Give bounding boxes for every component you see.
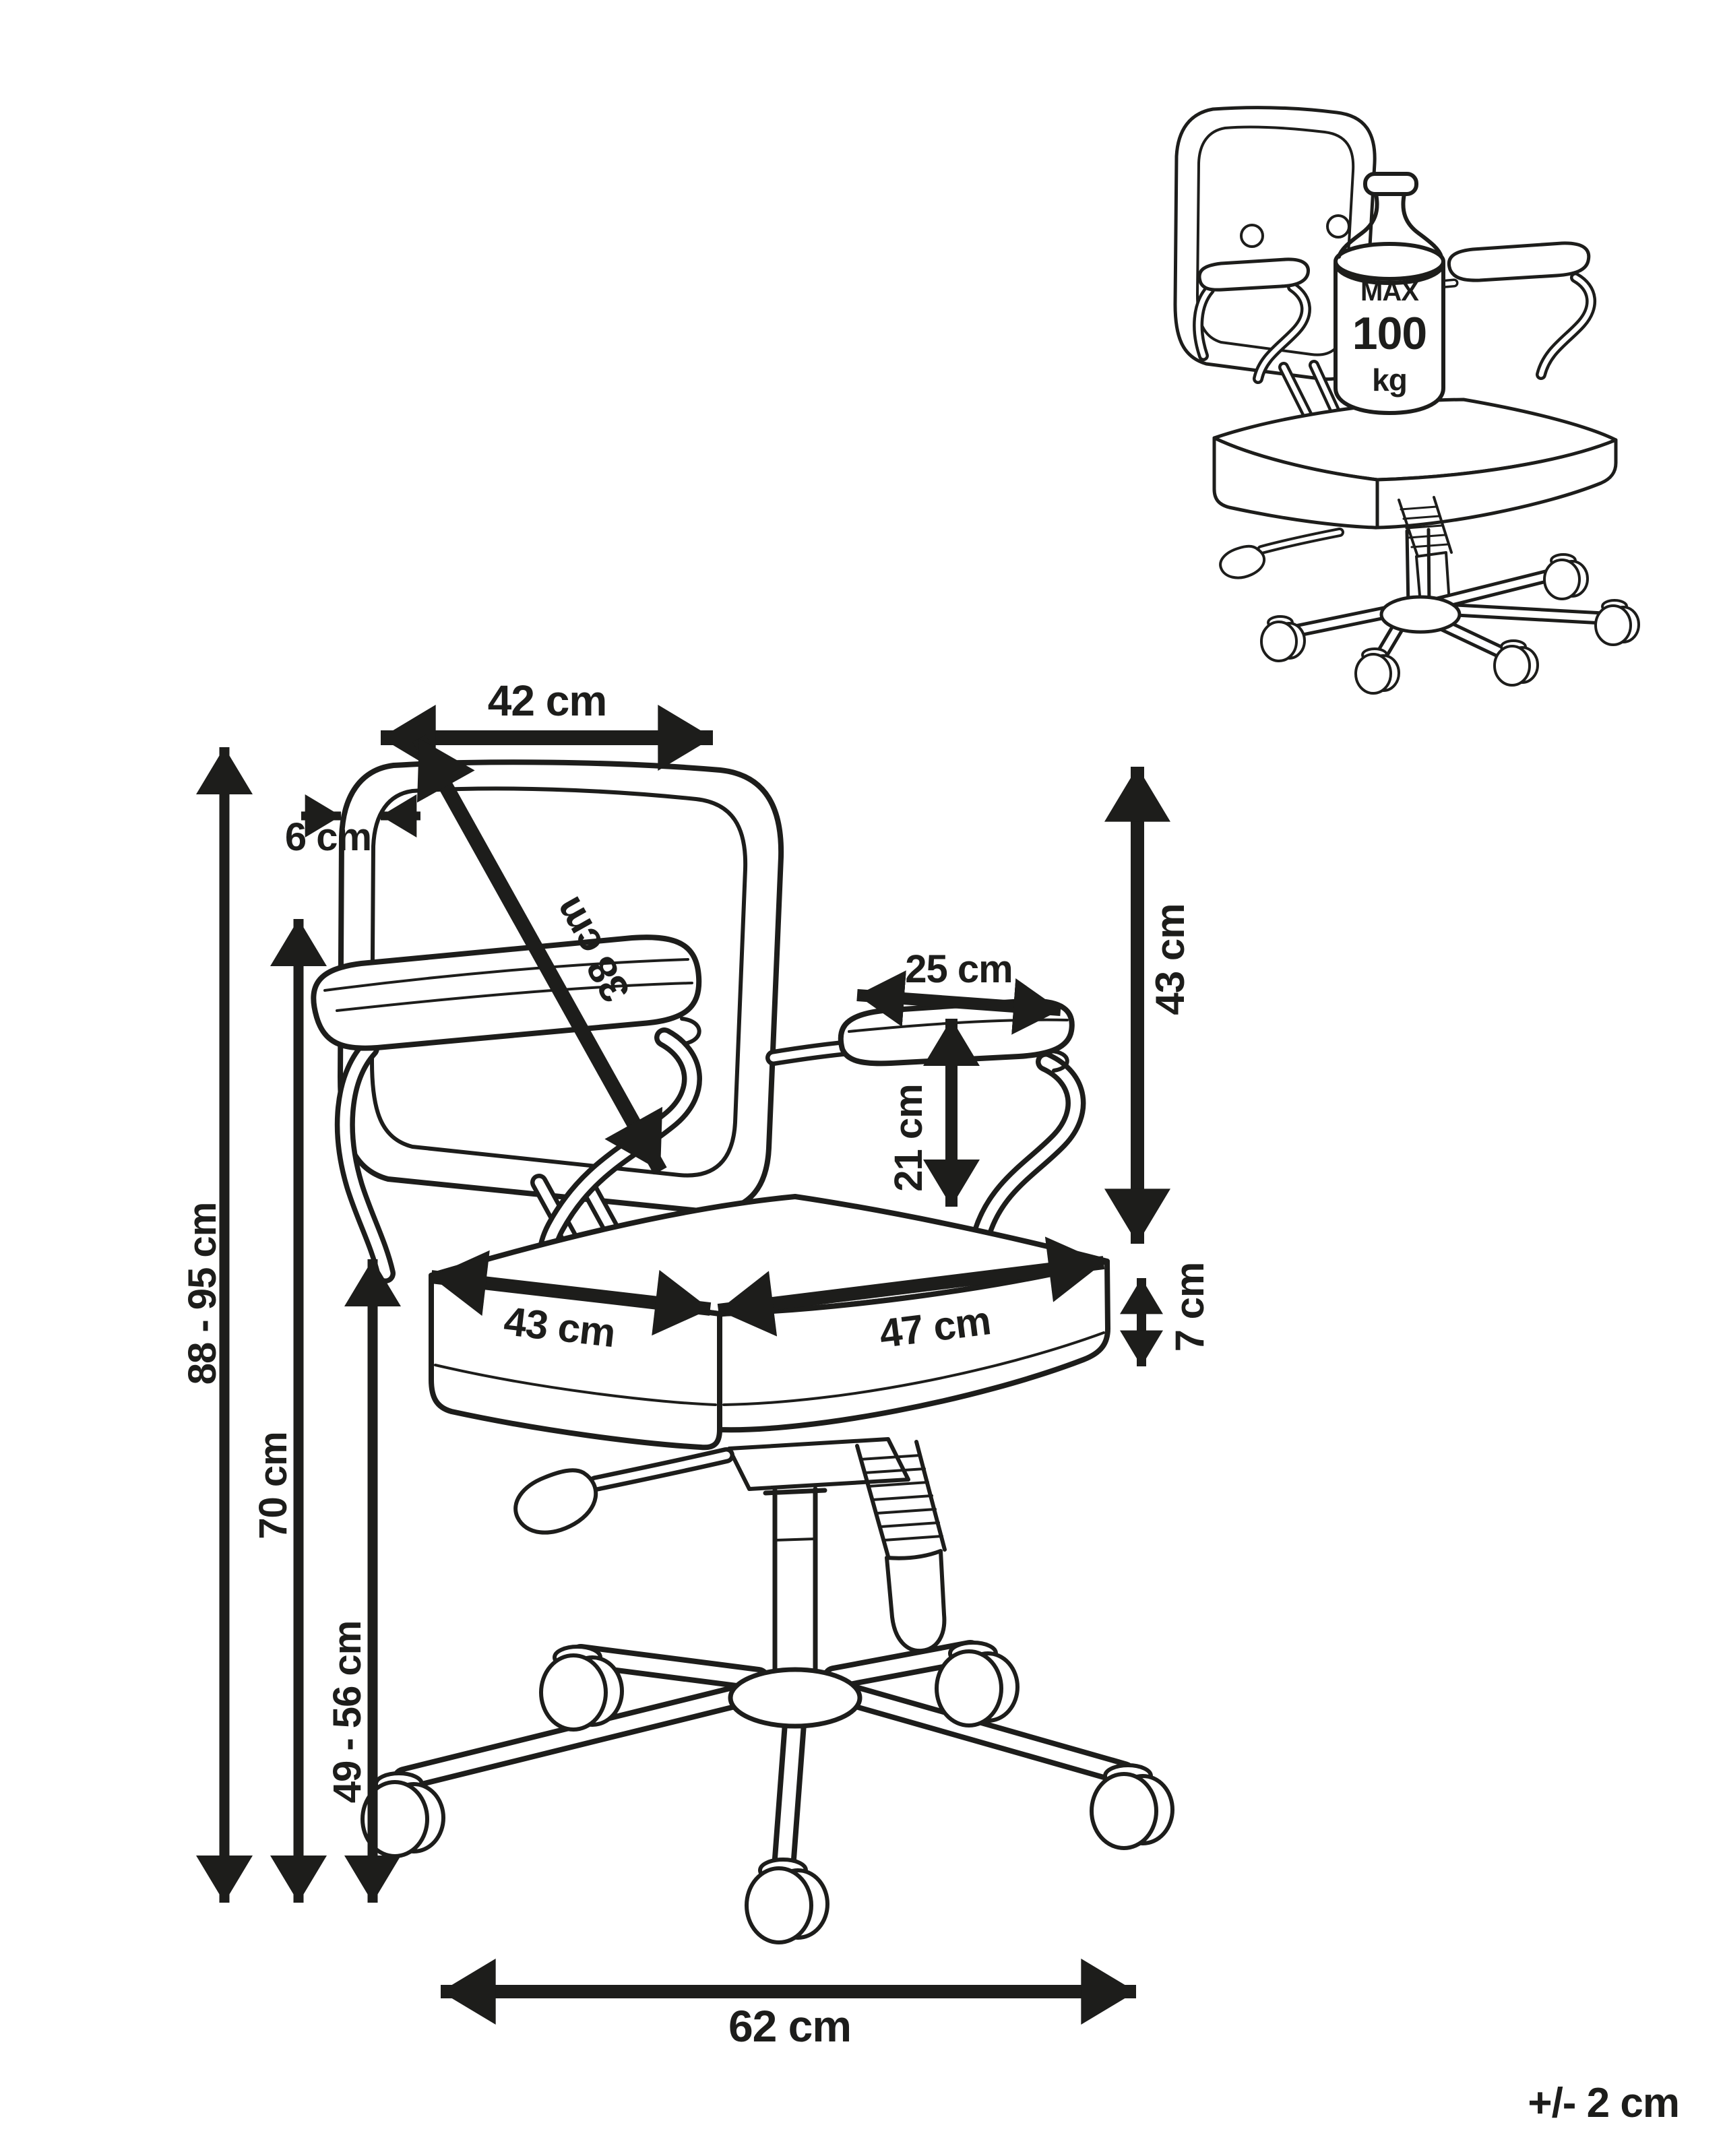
arrow-armrest-length — [856, 970, 1061, 1035]
five-star-base — [360, 1640, 1174, 1944]
mini-base — [1260, 553, 1640, 695]
arrow-seat-depth — [430, 1250, 712, 1336]
mini-caster — [1260, 615, 1306, 662]
label-backrest-height: 43 cm — [1148, 903, 1193, 1015]
arrow-backrest-diagonal — [412, 734, 667, 1175]
gas-column — [763, 1486, 827, 1692]
mini-caster — [1493, 639, 1539, 687]
max-weight-line3: kg — [1372, 362, 1407, 398]
main-chair-illustration — [311, 759, 1174, 1944]
max-weight-line1: MAX — [1360, 277, 1419, 307]
mini-caster — [1594, 599, 1640, 646]
arrow-seat-width — [717, 1236, 1105, 1337]
caster — [1090, 1763, 1174, 1850]
label-backrest-width: 42 cm — [488, 676, 606, 725]
caster — [539, 1645, 624, 1732]
max-weight-illustration: MAX 100 kg — [1173, 106, 1640, 695]
label-armrest-floor-height: 70 cm — [251, 1432, 295, 1539]
label-base-diameter: 62 cm — [728, 2001, 851, 2051]
label-seat-thickness: 7 cm — [1167, 1263, 1212, 1352]
mini-caster — [1354, 647, 1400, 695]
mini-left-armrest — [1193, 257, 1311, 384]
mini-stems — [1278, 360, 1343, 426]
mini-caster — [1543, 553, 1589, 600]
label-armrest-height: 21 cm — [887, 1084, 931, 1191]
label-seat-height: 49 - 56 cm — [325, 1621, 369, 1804]
label-armrest-length: 25 cm — [905, 947, 1012, 991]
dimension-arrows — [196, 705, 1170, 2025]
max-weight-badge: MAX 100 kg — [1334, 172, 1445, 415]
label-backrest-thickness: 6 cm — [285, 815, 371, 859]
label-tolerance: +/- 2 cm — [1528, 2080, 1679, 2126]
height-lever — [513, 1447, 734, 1535]
label-overall-height: 88 - 95 cm — [181, 1203, 224, 1385]
caster — [935, 1641, 1020, 1727]
max-weight-line2: 100 — [1352, 308, 1426, 359]
caster — [745, 1858, 829, 1944]
gas-spring — [855, 1440, 947, 1653]
